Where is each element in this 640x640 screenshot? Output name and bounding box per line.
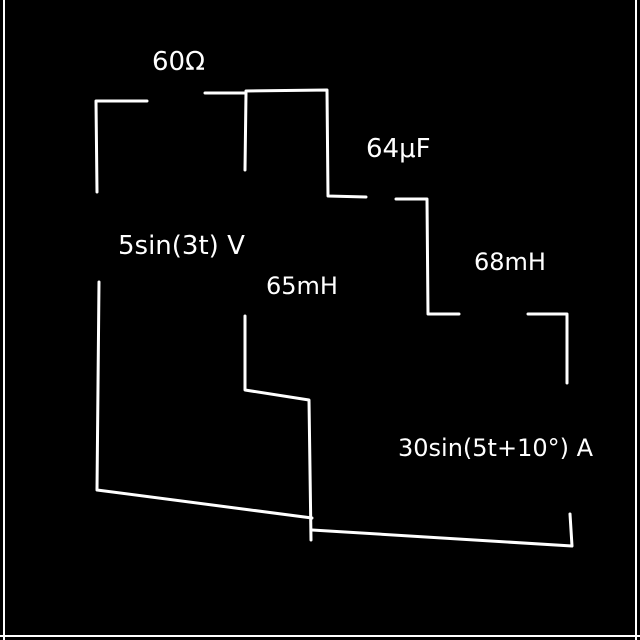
wire-left-lower bbox=[95, 280, 314, 520]
current-source-label: 30sin(5t+10°) A bbox=[398, 434, 594, 462]
left-loop-wires bbox=[94, 88, 368, 520]
resistor-label: 60Ω bbox=[152, 47, 205, 77]
right-section-wires bbox=[310, 197, 574, 548]
inductor-2-label: 68mH bbox=[474, 248, 546, 276]
wire-bottom bbox=[310, 512, 574, 548]
voltage-source-label: 5sin(3t) V bbox=[118, 231, 245, 261]
wire-cap-to-inductor bbox=[394, 197, 461, 316]
wire-right-top bbox=[526, 312, 569, 385]
wire-middle-lower bbox=[243, 314, 313, 542]
wire-top-right bbox=[244, 88, 368, 199]
wire-top-left bbox=[94, 99, 149, 194]
wire-top-middle bbox=[203, 91, 248, 172]
middle-branch-wires bbox=[243, 314, 313, 542]
inductor-1-label: 65mH bbox=[266, 272, 338, 300]
capacitor-label: 64μF bbox=[366, 134, 431, 164]
